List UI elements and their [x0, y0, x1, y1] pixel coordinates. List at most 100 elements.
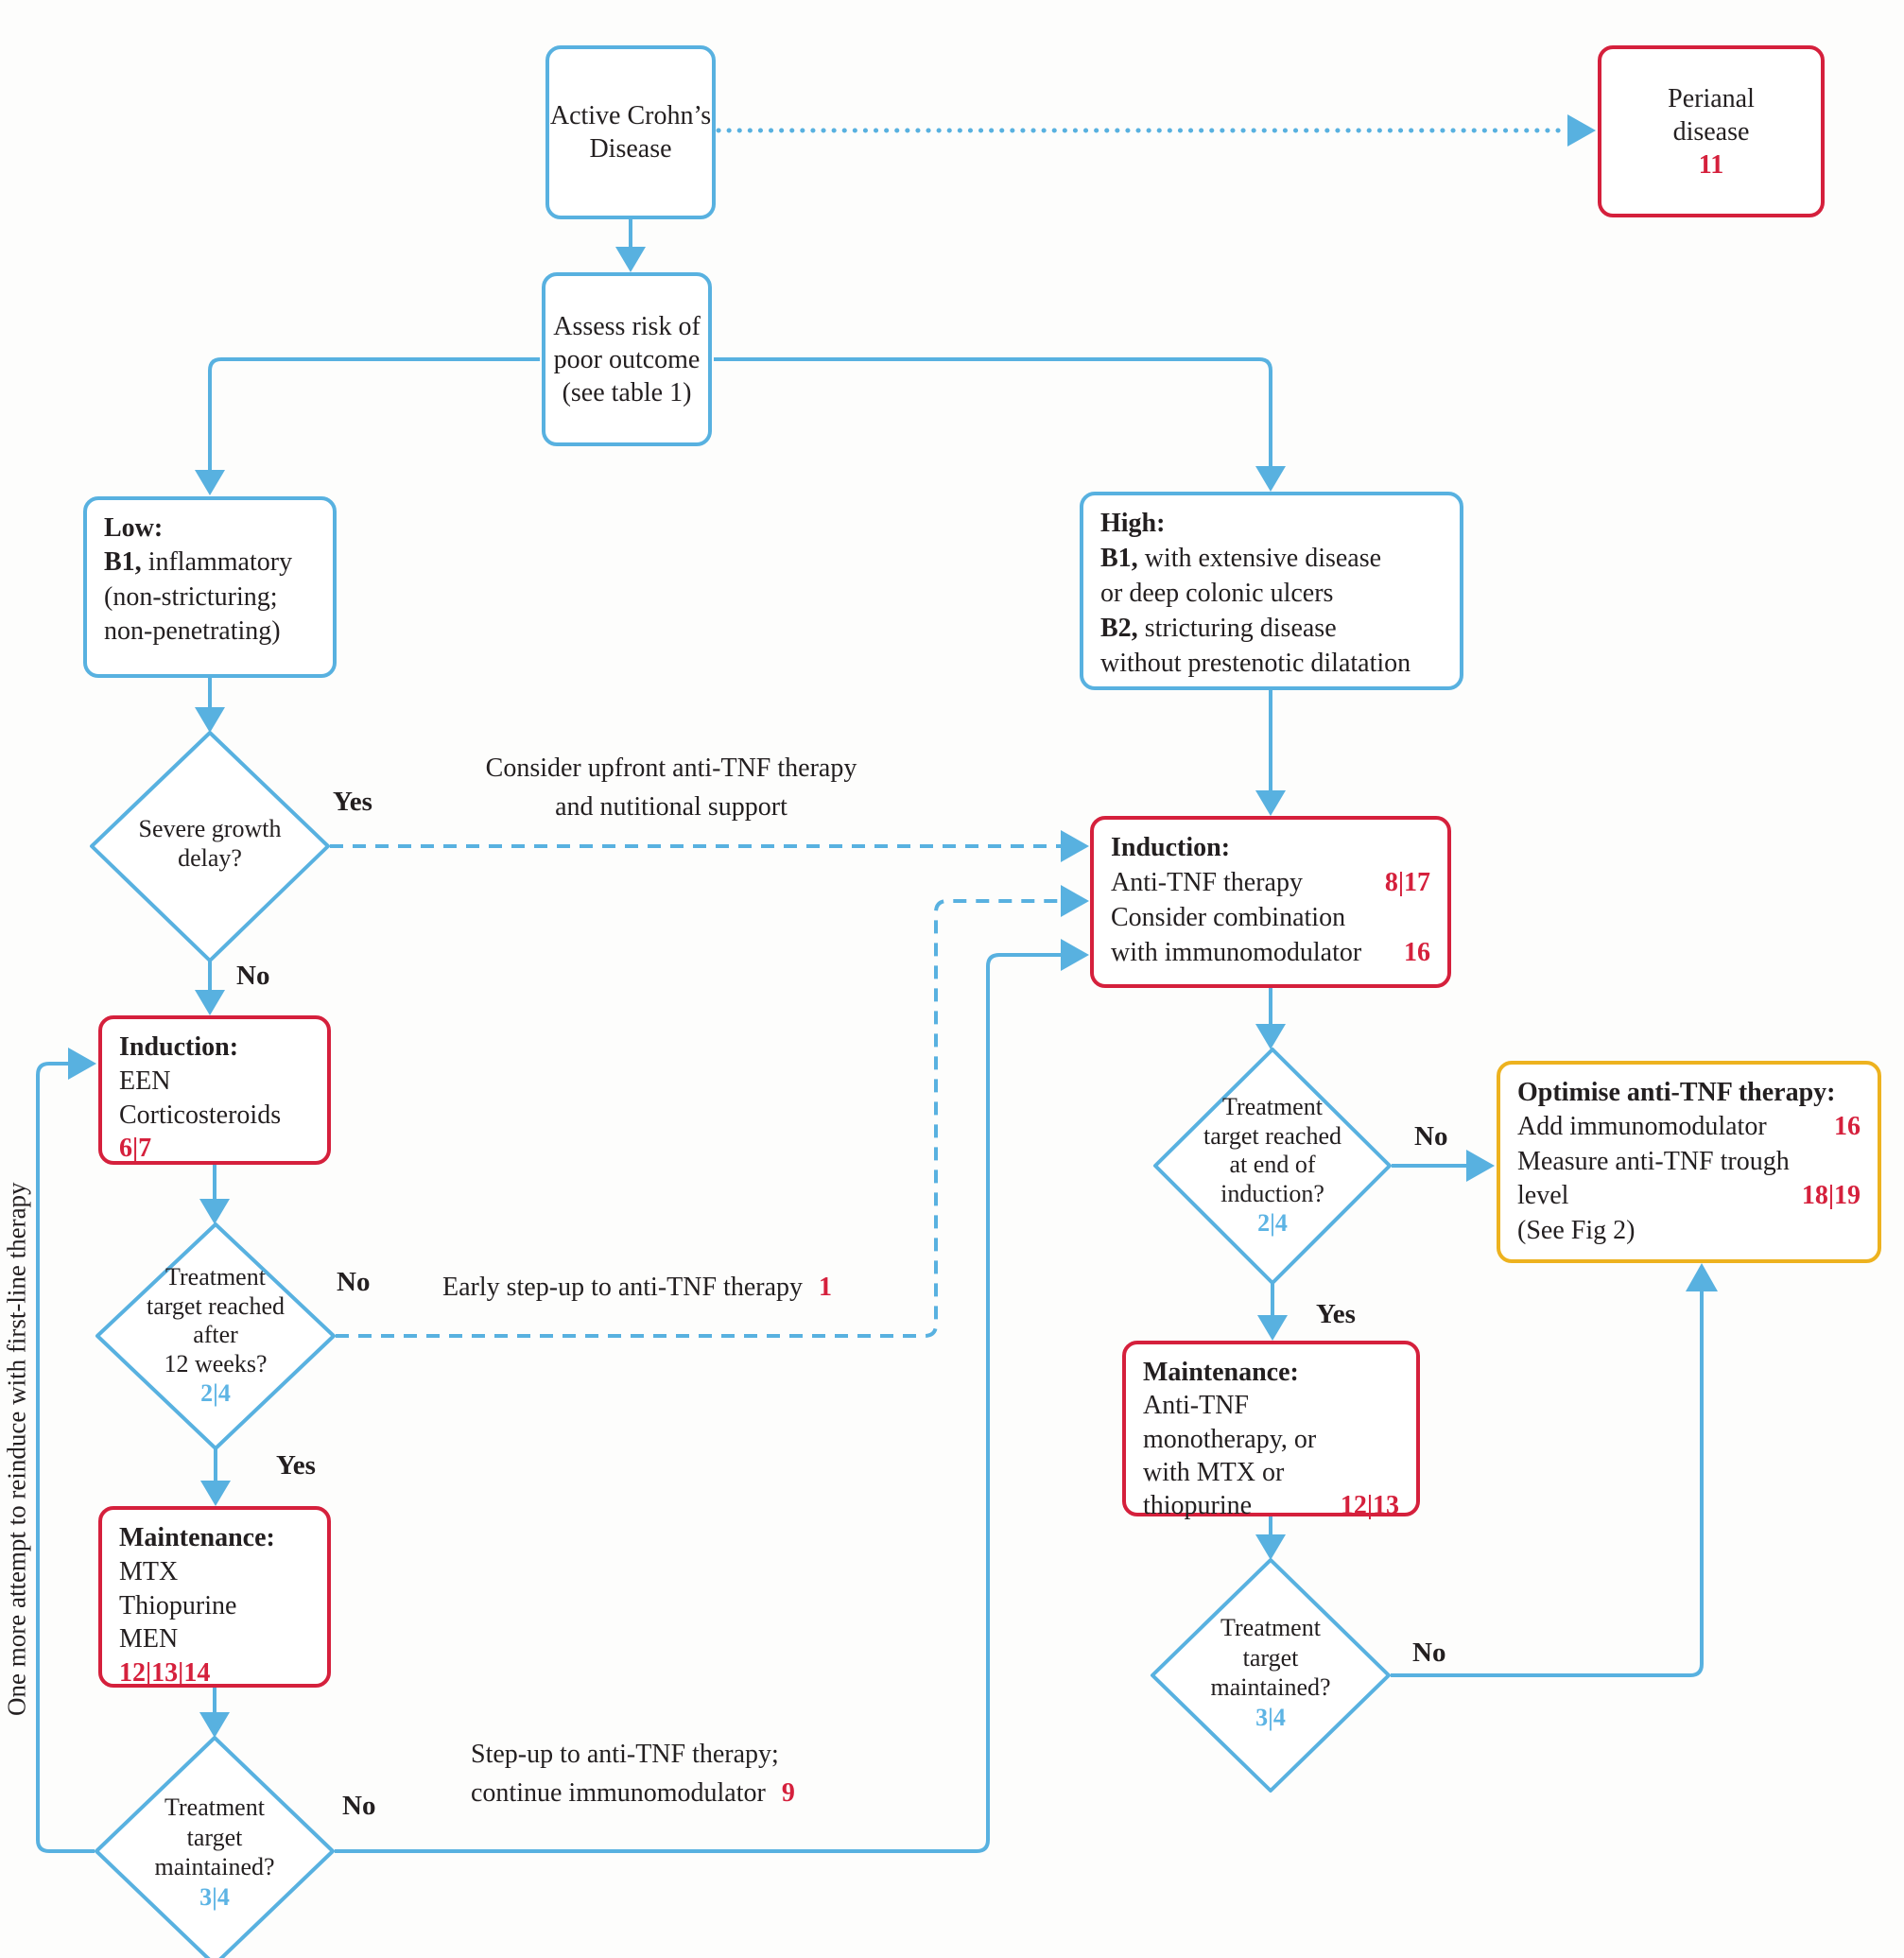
node-text: after [193, 1321, 238, 1349]
node-text: Severe growth [138, 815, 282, 842]
reference-number: 2|4 [1257, 1208, 1288, 1237]
reference-number: 12|13 [1340, 1491, 1399, 1521]
node-text: MTX [119, 1556, 179, 1586]
node-title: High: [1100, 509, 1166, 538]
node-text: (See Fig 2) [1517, 1215, 1636, 1245]
arrowhead-induction-right-1 [1061, 830, 1089, 862]
node-text: with extensive disease [1137, 543, 1382, 573]
edge-maintainedright-no [1391, 1288, 1704, 1677]
node-text: poor outcome [553, 344, 701, 374]
node-text: Corticosteroids [119, 1100, 282, 1130]
node-text: target reached [1203, 1121, 1342, 1150]
annotation-text: Step-up to anti-TNF therapy; [471, 1740, 779, 1769]
node-optimise-anti-tnf: Optimise anti-TNF therapy: Add immunomod… [1497, 1061, 1881, 1263]
reference-number: 11 [1698, 149, 1724, 180]
diamond-text-maintained-left: Treatment target maintained? 3|4 [96, 1793, 333, 1913]
diamond-target-maintained-left [95, 1736, 335, 1958]
reference-number: 16 [1834, 1112, 1861, 1142]
edge-label-no: No [1414, 1121, 1448, 1152]
annotation-text: and nutitional support [555, 791, 788, 822]
node-title: Induction: [119, 1032, 239, 1062]
edge-label-no: No [236, 961, 270, 991]
node-text: (see table 1) [562, 377, 692, 407]
arrowhead-induction-right-top [1255, 790, 1286, 816]
node-maintenance-left: Maintenance: MTX Thiopurine MEN 12|13|14 [98, 1506, 331, 1688]
node-title: Maintenance: [1143, 1358, 1299, 1387]
node-text: Anti-TNF [1143, 1391, 1249, 1421]
node-text: B1, [104, 547, 142, 578]
node-induction-right: Induction: Anti-TNF therapy 8|17 Conside… [1090, 816, 1451, 988]
arrowhead-induction-right-2 [1061, 885, 1089, 917]
node-text: B1, [1100, 543, 1138, 573]
edge-assess-to-low [208, 357, 540, 471]
arrowhead-low [195, 470, 225, 495]
node-text: Assess risk of [553, 311, 701, 341]
node-text: MEN [119, 1624, 179, 1655]
diamond-target-end-induction [1153, 1048, 1392, 1285]
node-text: Treatment [164, 1793, 265, 1821]
node-text: Treatment [165, 1263, 266, 1291]
node-text: with immunomodulator [1111, 937, 1362, 967]
node-text: B2, [1100, 613, 1138, 643]
arrowhead-assess [615, 247, 646, 272]
node-text: maintained? [154, 1853, 275, 1881]
node-text: thiopurine [1143, 1491, 1253, 1521]
node-text: Treatment [1222, 1093, 1323, 1120]
arrowhead-optimise-bottom [1686, 1263, 1718, 1291]
edge-label-no: No [342, 1791, 376, 1821]
diamond-text-growth-delay: Severe growth delay? [92, 814, 328, 873]
arrowhead-perianal [1567, 114, 1596, 147]
arrowhead-12wk [199, 1199, 230, 1224]
arrowhead-optimise [1466, 1150, 1495, 1182]
arrowhead-maintenance-right [1257, 1315, 1288, 1341]
node-title: Maintenance: [119, 1523, 275, 1552]
node-text: without prestenotic dilatation [1100, 648, 1411, 678]
arrowhead-growth [195, 707, 225, 733]
arrowhead-enddiamond [1255, 1024, 1286, 1049]
node-assess-risk: Assess risk of poor outcome (see table 1… [542, 272, 712, 446]
node-high-risk: High: B1, with extensive disease or deep… [1080, 492, 1463, 690]
reference-number: 8|17 [1384, 867, 1430, 897]
node-text: Consider combination [1111, 902, 1346, 932]
arrowhead-loop [68, 1048, 96, 1080]
edge-12wk-no-dashed [336, 899, 1061, 1338]
edge-maintainedleft-no [335, 953, 1061, 1853]
node-text: Add immunomodulator [1517, 1112, 1767, 1142]
node-text: target reached [146, 1291, 286, 1320]
node-text: disease [1672, 116, 1750, 147]
arrowhead-induction-right-3 [1061, 939, 1089, 971]
node-text: Disease [589, 134, 672, 164]
reference-number: 18|19 [1801, 1181, 1861, 1211]
diamond-text-target-12wk: Treatment target reached after 12 weeks?… [97, 1263, 334, 1408]
reference-number: 6|7 [119, 1134, 152, 1164]
annotation-consider-upfront: Consider upfront anti-TNF therapy and nu… [444, 750, 898, 826]
node-text: induction? [1220, 1180, 1324, 1208]
arrowhead-maintenance-left [200, 1481, 231, 1506]
node-title: Low: [104, 513, 164, 543]
diamond-target-maintained-right [1151, 1558, 1391, 1793]
node-text: 12 weeks? [164, 1350, 268, 1378]
node-title: Induction: [1111, 833, 1231, 862]
diamond-growth-delay [90, 731, 330, 962]
diamond-text-maintained-right: Treatment target maintained? 3|4 [1152, 1613, 1389, 1733]
node-text: Perianal [1668, 83, 1755, 113]
node-text: inflammatory [141, 547, 293, 578]
arrowhead-high [1255, 466, 1286, 492]
node-text: delay? [178, 844, 242, 873]
diamond-target-12wk [95, 1222, 336, 1450]
reference-number: 1 [819, 1273, 833, 1302]
reference-number: 3|4 [1255, 1704, 1286, 1732]
reference-number: 2|4 [200, 1378, 231, 1407]
arrowhead-maintained-right [1255, 1534, 1286, 1560]
node-title: Optimise anti-TNF therapy: [1517, 1078, 1836, 1107]
reference-number: 3|4 [199, 1883, 230, 1912]
side-note-reinduce: One more attempt to reinduce with first-… [2, 1182, 31, 1717]
node-induction-left: Induction: EEN Corticosteroids 6|7 [98, 1015, 331, 1165]
node-text: monotherapy, or [1143, 1424, 1317, 1454]
node-text: or deep colonic ulcers [1100, 578, 1334, 608]
node-perianal-disease: Perianal disease 11 [1598, 45, 1825, 217]
annotation-text: continue immunomodulator [471, 1777, 766, 1808]
node-text: target [186, 1823, 243, 1851]
